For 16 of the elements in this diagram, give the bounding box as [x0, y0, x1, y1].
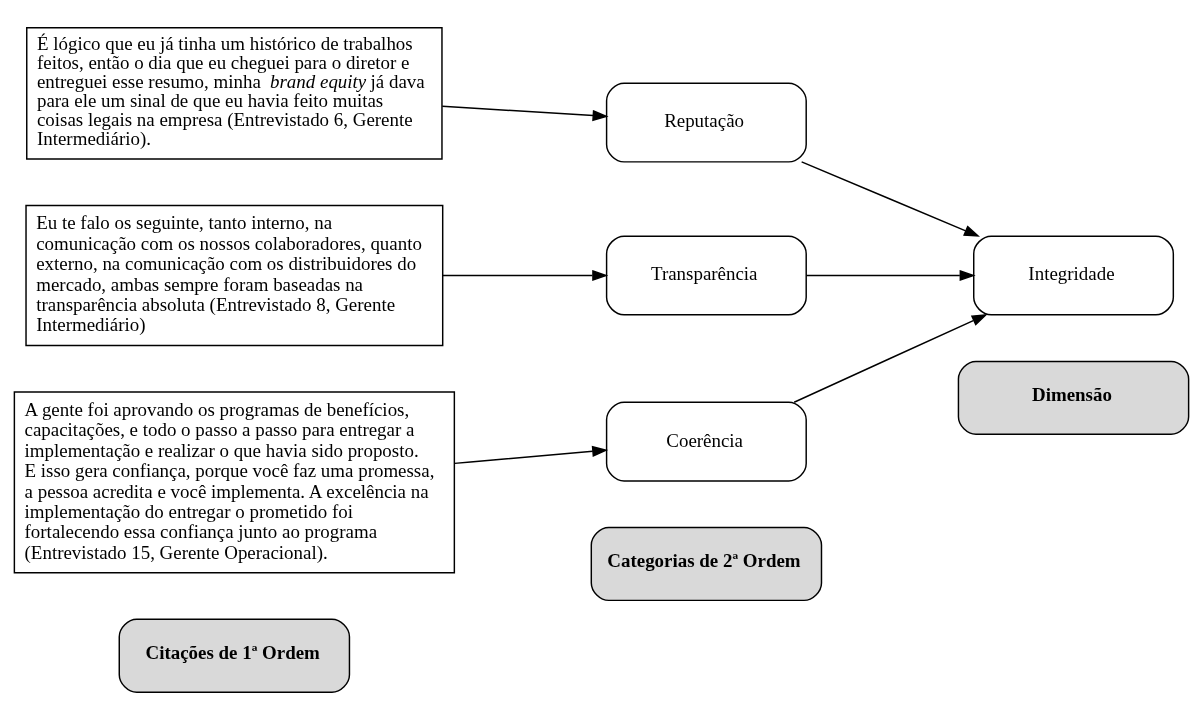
node-box: Reputação	[605, 82, 807, 163]
node-box: Coerência	[605, 401, 807, 482]
node-box: A gente foi aprovando os programas de benefícios, capacitações, e todo o passo a passo para entregar a implementação e realizar o que havia sido proposto. E isso gera confiança, porque você faz uma promessa, a pessoa acredita e você implementa. A excelência na implementação do entregar o prometido foi fortalecendo essa confiança junto ao programa (Entrevistado 15, Gerente Operacional).	[13, 391, 456, 574]
node-box: Dimensão	[957, 360, 1190, 436]
arrow	[793, 313, 988, 403]
arrow	[800, 161, 980, 237]
arrow	[441, 105, 609, 122]
node-box: É lógico que eu já tinha um histórico de trabalhos feitos, então o dia que eu cheguei para o diretor e entreguei esse resumo, minha brand equity já dava para ele um sinal de que eu havia feito muitas coisas legais na empresa (Entrevistado 6, Gerente Intermediário).	[26, 27, 443, 160]
node-box: Categorias de 2ª Ordem	[590, 526, 823, 602]
node-box: Eu te falo os seguinte, tanto interno, na comunicação com os nossos colaboradores, quanto externo, na comunicação com os distribuidores do mercado, ambas sempre foram baseadas na transparência absoluta (Entrevistado 8, Gerente Intermediário)	[25, 204, 444, 347]
arrow	[442, 269, 609, 282]
node-box: Integridade	[973, 235, 1175, 316]
node-box: Citações de 1ª Ordem	[118, 618, 351, 693]
node-box: Transparência	[605, 235, 807, 316]
arrow	[805, 269, 976, 282]
arrow	[453, 445, 609, 465]
